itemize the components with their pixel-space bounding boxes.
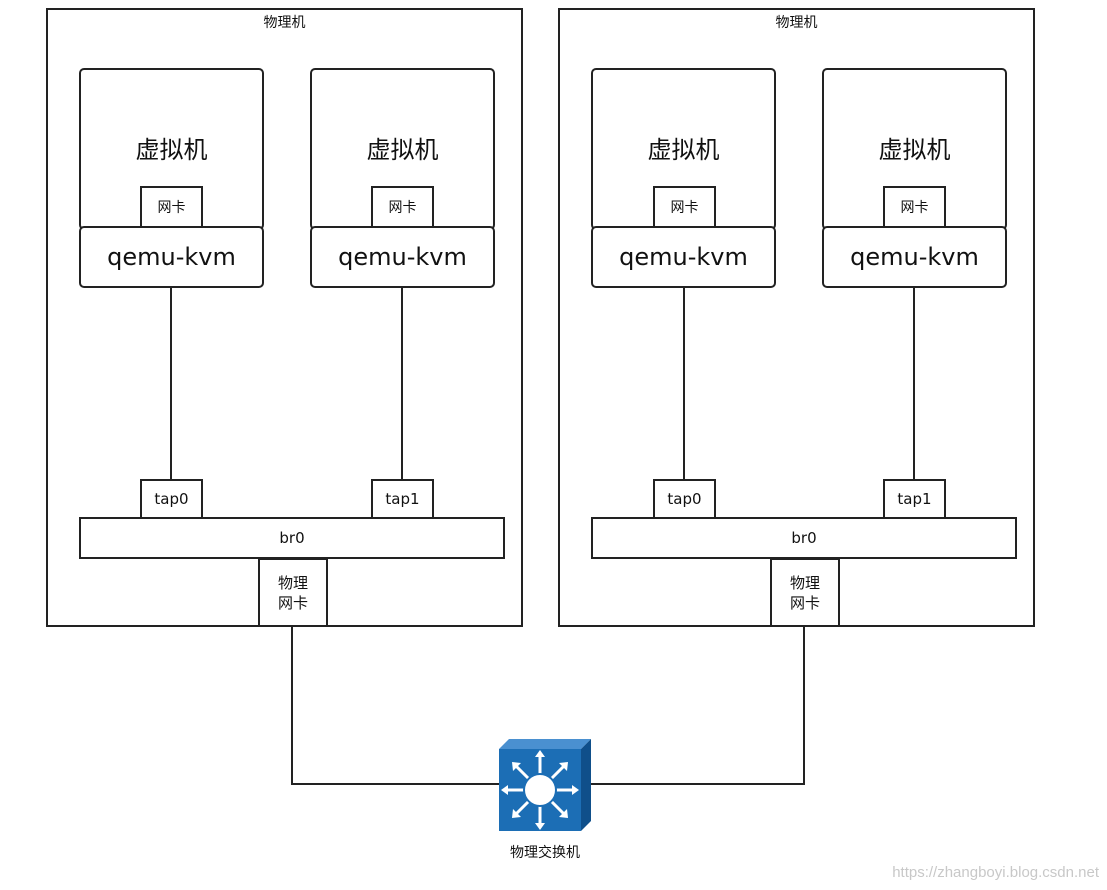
network-switch-icon: [499, 739, 591, 831]
connection-line: [913, 288, 915, 480]
uplink-line: [291, 626, 293, 785]
qemu-kvm-process: qemu-kvm: [310, 226, 495, 288]
physical-nic: 物理 网卡: [258, 558, 328, 627]
connection-line: [170, 288, 172, 480]
uplink-line: [803, 626, 805, 785]
virtual-machine: 虚拟机: [310, 68, 495, 230]
physical-nic: 物理 网卡: [770, 558, 840, 627]
tap-device: tap0: [653, 479, 716, 519]
switch-label: 物理交换机: [510, 845, 580, 861]
virtual-nic: 网卡: [883, 186, 946, 228]
physical-nic-line1: 物理: [789, 573, 820, 592]
physical-nic-line1: 物理: [277, 573, 308, 592]
connection-line: [401, 288, 403, 480]
bridge-br0: br0: [591, 517, 1017, 559]
vm-label: 虚拟机: [366, 136, 439, 164]
watermark: https://zhangboyi.blog.csdn.net: [892, 864, 1099, 881]
host-title: 物理机: [775, 15, 818, 31]
vm-label: 虚拟机: [878, 136, 951, 164]
tap-device: tap1: [883, 479, 946, 519]
tap-device: tap1: [371, 479, 434, 519]
connection-line: [683, 288, 685, 480]
uplink-line: [291, 783, 503, 785]
physical-nic-line2: 网卡: [789, 593, 820, 612]
virtual-nic: 网卡: [140, 186, 203, 228]
virtual-nic: 网卡: [653, 186, 716, 228]
host-title: 物理机: [263, 15, 306, 31]
physical-nic-line2: 网卡: [277, 593, 308, 612]
tap-device: tap0: [140, 479, 203, 519]
qemu-kvm-process: qemu-kvm: [79, 226, 264, 288]
vm-label: 虚拟机: [135, 136, 208, 164]
virtual-nic: 网卡: [371, 186, 434, 228]
uplink-line: [588, 783, 805, 785]
bridge-br0: br0: [79, 517, 505, 559]
qemu-kvm-process: qemu-kvm: [591, 226, 776, 288]
vm-label: 虚拟机: [647, 136, 720, 164]
qemu-kvm-process: qemu-kvm: [822, 226, 1007, 288]
